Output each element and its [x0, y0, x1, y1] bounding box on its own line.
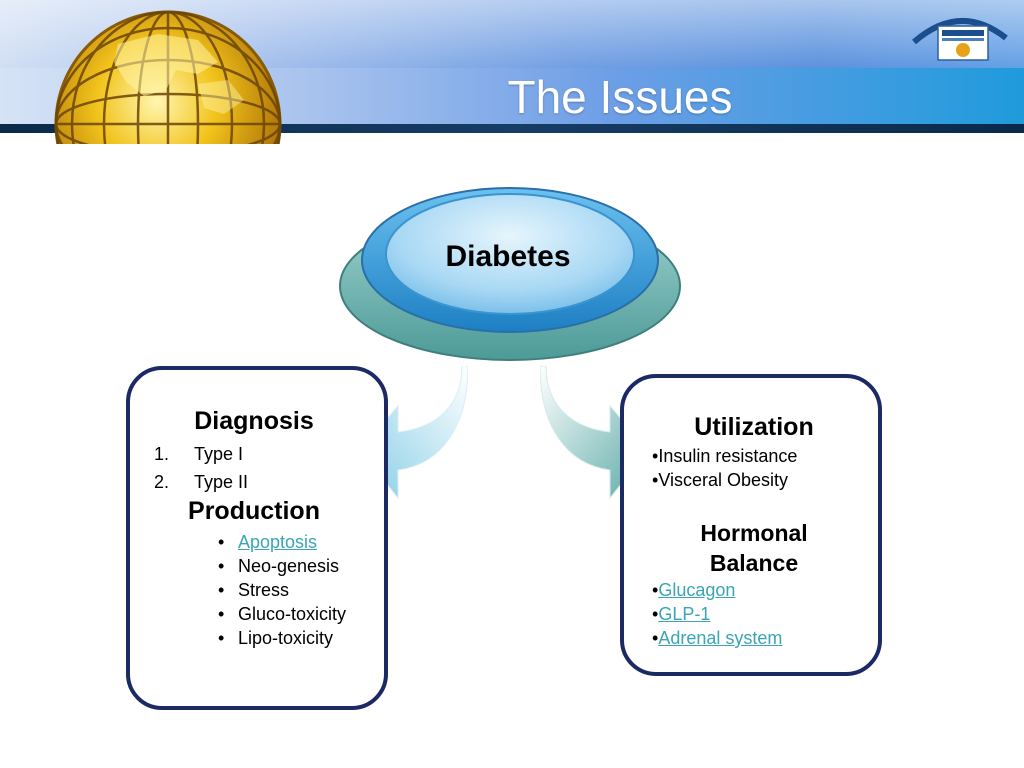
list-item-text: Lipo-toxicity [238, 628, 334, 648]
list-marker: • [652, 470, 659, 490]
glucagon-link[interactable]: Glucagon [658, 580, 736, 600]
list-marker: • [652, 580, 659, 600]
list-item: • Apoptosis [174, 530, 384, 554]
list-item-text: Visceral Obesity [658, 470, 789, 490]
list-marker: • [218, 580, 225, 600]
utilization-list: •Insulin resistance •Visceral Obesity [624, 444, 892, 492]
list-marker: • [652, 446, 659, 466]
utilization-hormonal-box: Utilization •Insulin resistance •Viscera… [620, 374, 882, 676]
apoptosis-link[interactable]: Apoptosis [238, 532, 318, 552]
list-item: •GLP-1 [652, 602, 892, 626]
list-marker: • [218, 604, 225, 624]
production-heading: Production [188, 497, 320, 525]
list-marker: 1. [154, 444, 170, 464]
hormonal-list: •Glucagon •GLP-1 •Adrenal system [624, 578, 892, 650]
hormonal-heading-line2: Balance [709, 550, 799, 576]
list-item-text: Type I [194, 444, 244, 464]
list-item: • Gluco-toxicity [174, 602, 368, 626]
list-marker: • [652, 604, 659, 624]
production-list: • Apoptosis • Neo-genesis • Stress • Glu… [174, 530, 384, 650]
list-item-text: Stress [238, 580, 290, 600]
diagnosis-list: 1. Type I 2. Type II [130, 442, 380, 494]
list-item: • Lipo-toxicity [174, 626, 384, 650]
diagnosis-heading: Diagnosis [194, 407, 314, 435]
list-item: 2. Type II [130, 470, 380, 494]
list-item-text: Insulin resistance [658, 446, 798, 466]
list-item-text: Type II [194, 472, 249, 492]
list-item: 1. Type I [130, 442, 380, 466]
list-item: •Insulin resistance [652, 444, 892, 468]
list-marker: 2. [154, 472, 170, 492]
list-item: • Neo-genesis [174, 554, 384, 578]
list-marker: • [218, 532, 225, 552]
utilization-heading: Utilization [694, 413, 814, 441]
glp1-link[interactable]: GLP-1 [658, 604, 711, 624]
diagnosis-production-box: Diagnosis 1. Type I 2. Type II Productio… [126, 366, 388, 710]
list-marker: • [218, 628, 225, 648]
hormonal-heading-line1: Hormonal [700, 520, 808, 546]
diabetes-hub-disc [339, 187, 681, 361]
list-item-text: Gluco-toxicity [238, 604, 347, 624]
list-item-text: Neo-genesis [238, 556, 340, 576]
adrenal-system-link[interactable]: Adrenal system [658, 628, 783, 648]
header-rule [0, 124, 1024, 133]
list-item: • Stress [174, 578, 384, 602]
hub-label: Diabetes [445, 240, 571, 273]
list-item: •Visceral Obesity [652, 468, 892, 492]
globe-icon [54, 10, 282, 144]
slide-title: The Issues [507, 71, 733, 123]
list-marker: • [652, 628, 659, 648]
list-marker: • [218, 556, 225, 576]
list-item: •Adrenal system [652, 626, 892, 650]
list-item: •Glucagon [652, 578, 892, 602]
hope-logo-icon [912, 17, 1008, 61]
